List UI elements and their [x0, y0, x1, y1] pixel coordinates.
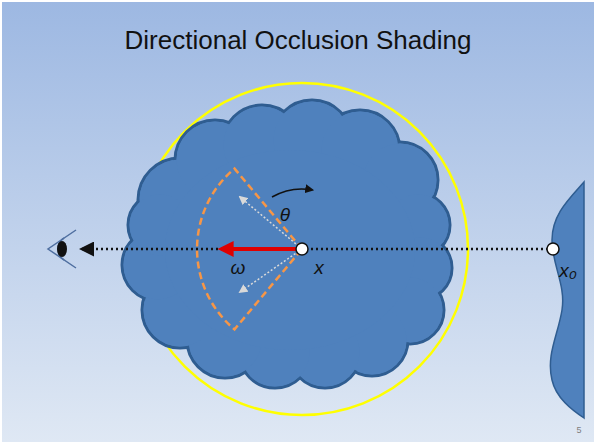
view-ray — [82, 248, 553, 251]
surface — [550, 182, 584, 418]
sample-ray — [240, 249, 302, 292]
angle-label: θ — [280, 204, 290, 226]
slide-number: 5 — [576, 425, 581, 435]
direction-arrow — [224, 247, 296, 251]
eye-icon — [48, 230, 76, 268]
point-label: x₀ — [559, 260, 577, 282]
slide-title: Directional Occlusion Shading — [125, 25, 472, 56]
sample-ray — [240, 197, 302, 249]
direction-label: ω — [231, 257, 246, 279]
point-x0 — [547, 243, 559, 255]
cloud — [122, 100, 452, 388]
point-x — [296, 243, 308, 255]
angle-arc — [272, 189, 312, 197]
yellow-circle — [136, 83, 468, 415]
point-label: x — [314, 257, 324, 279]
